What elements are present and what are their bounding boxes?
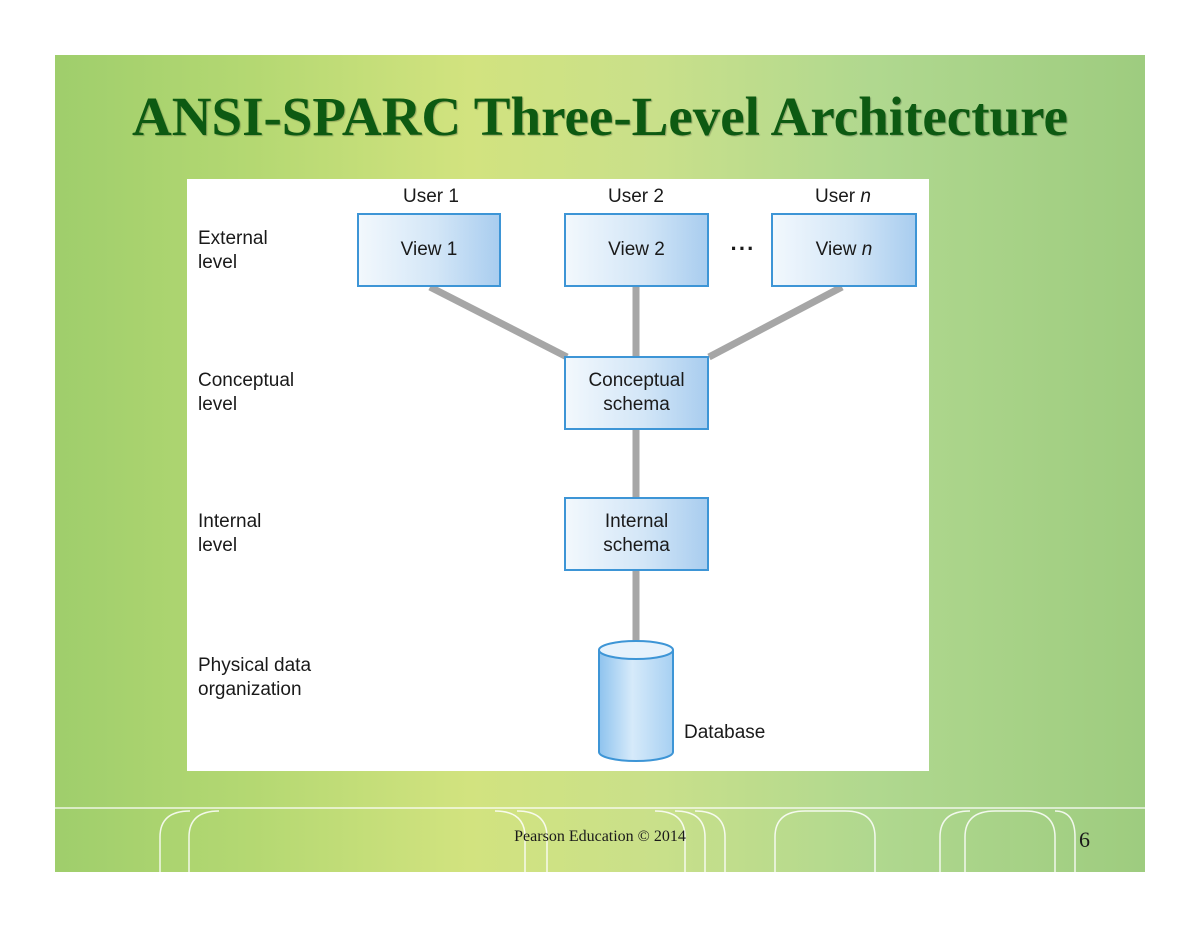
footer-copyright: Pearson Education © 2014 [514,828,686,845]
user-1-label: User 1 [403,186,459,207]
slide: ANSI-SPARC Three-Level Architecture E [55,55,1145,872]
conceptual-schema-box: Conceptual schema [564,356,709,430]
footer-decoration [55,807,1145,872]
architecture-diagram: External level Conceptual level Internal… [187,179,929,771]
user-n-label: User n [815,186,871,207]
slide-title: ANSI-SPARC Three-Level Architecture [132,86,1068,147]
view-1-box: View 1 [357,213,501,287]
internal-level-label: Internal level [198,511,262,556]
user-2-label: User 2 [608,186,664,207]
external-level-label: External level [198,228,268,273]
database-label: Database [684,722,766,743]
internal-schema-box: Internal schema [564,497,709,571]
connector-layer [428,283,844,762]
connector-viewn-conceptual [707,283,844,361]
database-cylinder [598,640,674,762]
view-2-box: View 2 [564,213,709,287]
view-n-box: View n [771,213,917,287]
connector-view1-conceptual [428,283,569,361]
page-number: 6 [1079,827,1090,852]
physical-level-label: Physical data organization [198,655,312,700]
ellipsis-label: ··· [730,236,756,261]
conceptual-level-label: Conceptual level [198,370,295,415]
